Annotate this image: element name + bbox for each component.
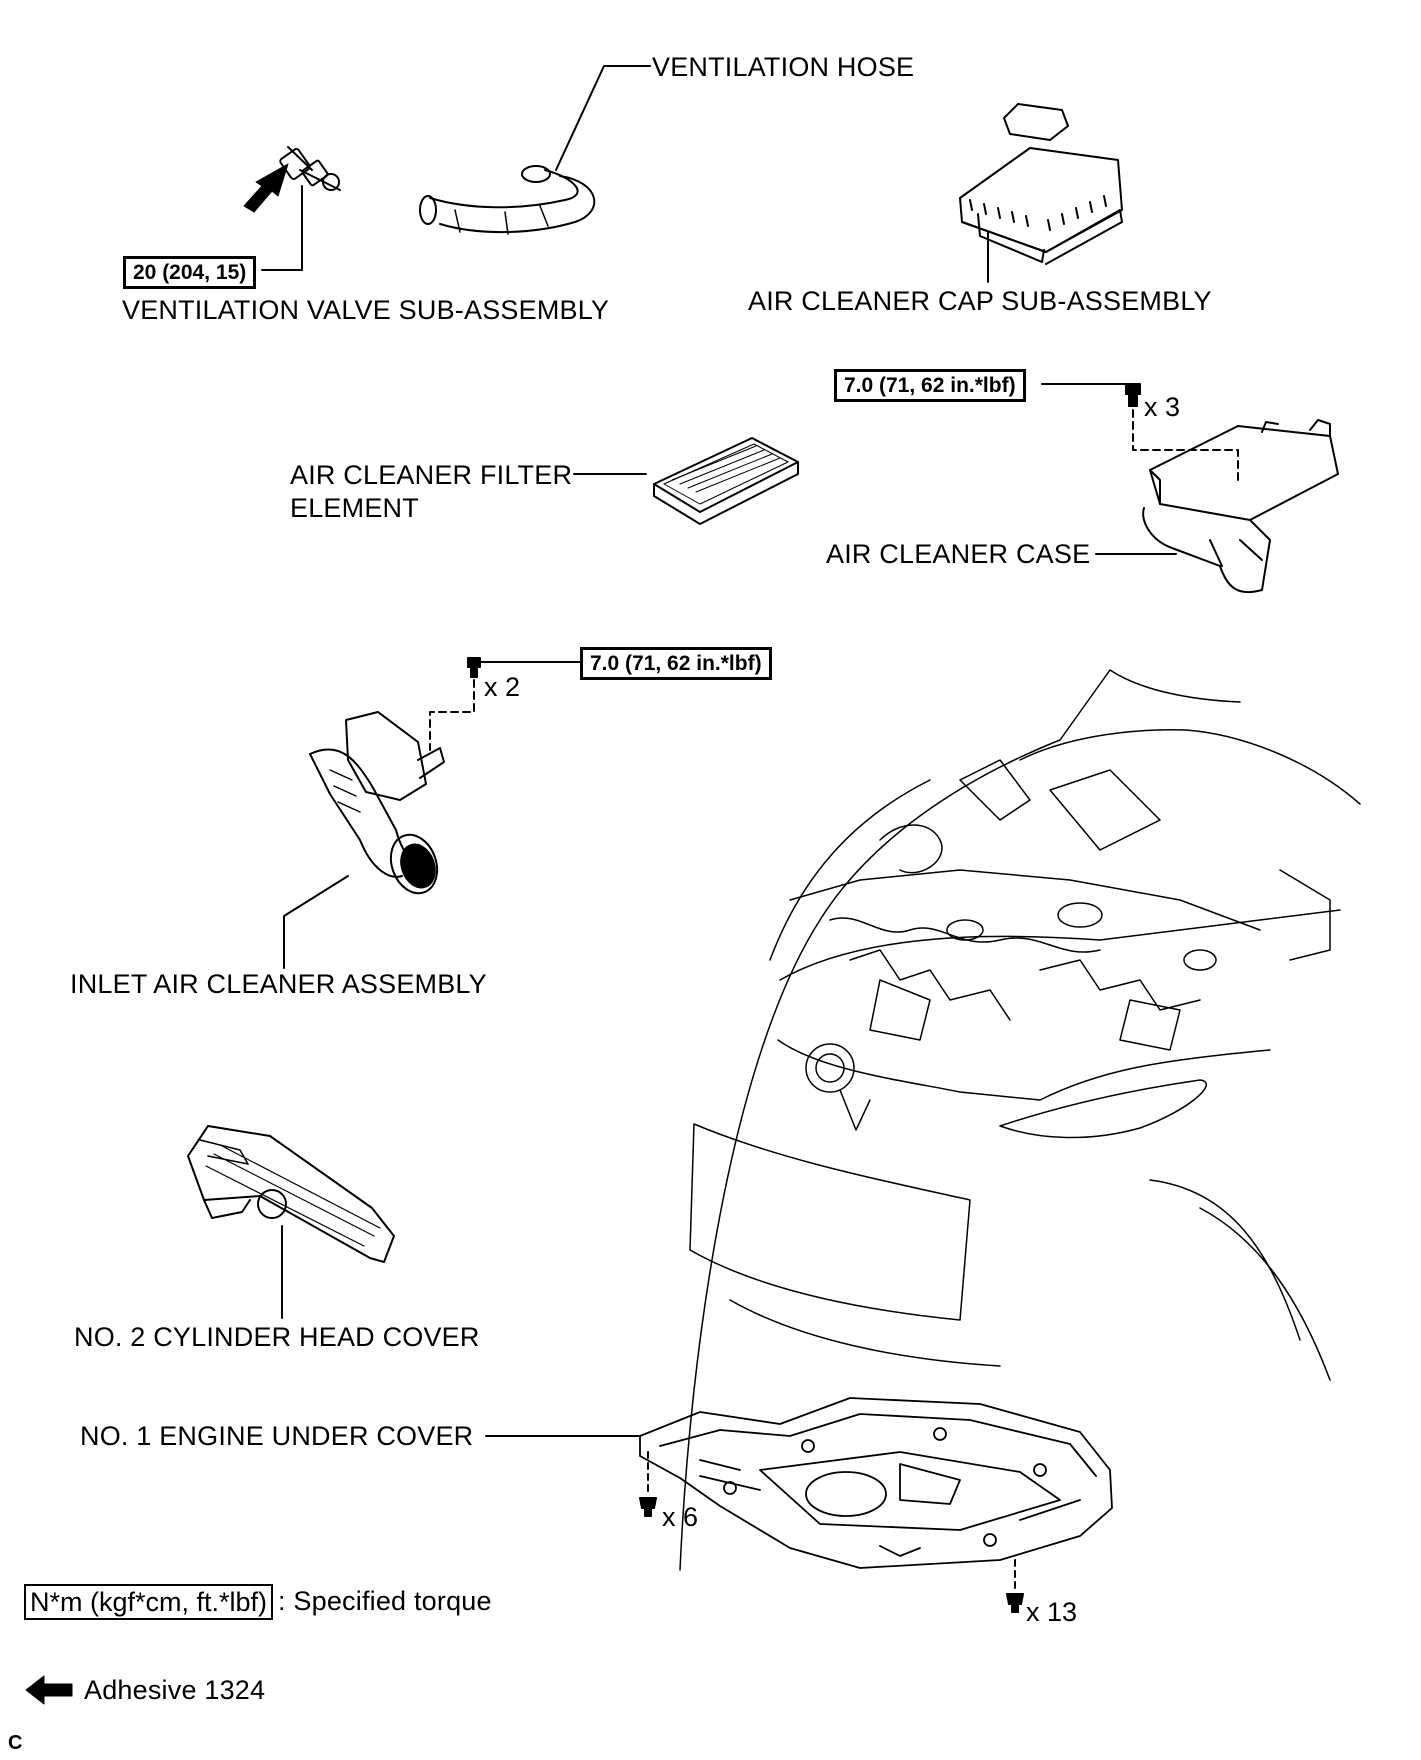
label-air-cleaner-filter-line2: ELEMENT: [290, 493, 419, 523]
adhesive-arrow-icon: [243, 163, 289, 213]
label-air-cleaner-filter-line1: AIR CLEANER FILTER: [290, 460, 573, 490]
torque-inlet-air-cleaner: 7.0 (71, 62 in.*lbf): [580, 647, 772, 680]
corner-mark: C: [8, 1732, 23, 1754]
inlet-air-cleaner-drawing: [309, 711, 445, 895]
vehicle-drawing: [679, 669, 1361, 1571]
label-cylinder-head-cover: NO. 2 CYLINDER HEAD COVER: [74, 1322, 480, 1352]
clip-icon: [639, 1497, 657, 1517]
ventilation-valve-drawing: [279, 146, 341, 191]
label-engine-under-cover: NO. 1 ENGINE UNDER COVER: [80, 1421, 474, 1451]
bolt-icon: [1125, 383, 1141, 407]
legend-torque-desc: : Specified torque: [278, 1586, 492, 1616]
qty-cover-clips-bottom: x 13: [1026, 1597, 1078, 1627]
label-inlet-air-cleaner: INLET AIR CLEANER ASSEMBLY: [70, 969, 487, 999]
adhesive-arrow-icon: [25, 1675, 73, 1705]
qty-cover-clips-left: x 6: [662, 1502, 699, 1532]
engine-under-cover-drawing: [639, 1397, 1113, 1569]
qty-case-bolts: x 3: [1144, 392, 1181, 422]
dashed-inlet-bolt: [429, 679, 475, 751]
label-ventilation-valve: VENTILATION VALVE SUB-ASSEMBLY: [122, 295, 610, 325]
air-cleaner-filter-drawing: [653, 437, 799, 525]
ventilation-hose-drawing: [419, 165, 596, 235]
leader-ventilation-hose: [555, 65, 651, 171]
bolt-icon: [467, 657, 481, 678]
label-ventilation-hose: VENTILATION HOSE: [652, 52, 915, 82]
leader-ventilation-valve: [261, 185, 303, 271]
cylinder-head-cover-drawing: [187, 1125, 395, 1263]
torque-ventilation-valve: 20 (204, 15): [123, 256, 257, 289]
dashed-case-bolt: [1132, 409, 1239, 481]
air-cleaner-cap-drawing: [959, 103, 1123, 265]
air-cleaner-case-drawing: [1142, 419, 1339, 594]
leader-inlet-air-cleaner: [283, 875, 349, 969]
label-air-cleaner-case: AIR CLEANER CASE: [826, 539, 1091, 569]
legend-adhesive: Adhesive 1324: [84, 1675, 266, 1705]
torque-air-cleaner-case: 7.0 (71, 62 in.*lbf): [834, 369, 1026, 402]
qty-inlet-bolts: x 2: [484, 672, 521, 702]
label-air-cleaner-cap: AIR CLEANER CAP SUB-ASSEMBLY: [748, 286, 1212, 316]
legend-torque-unit: N*m (kgf*cm, ft.*lbf): [24, 1584, 274, 1620]
clip-icon: [1006, 1593, 1024, 1613]
